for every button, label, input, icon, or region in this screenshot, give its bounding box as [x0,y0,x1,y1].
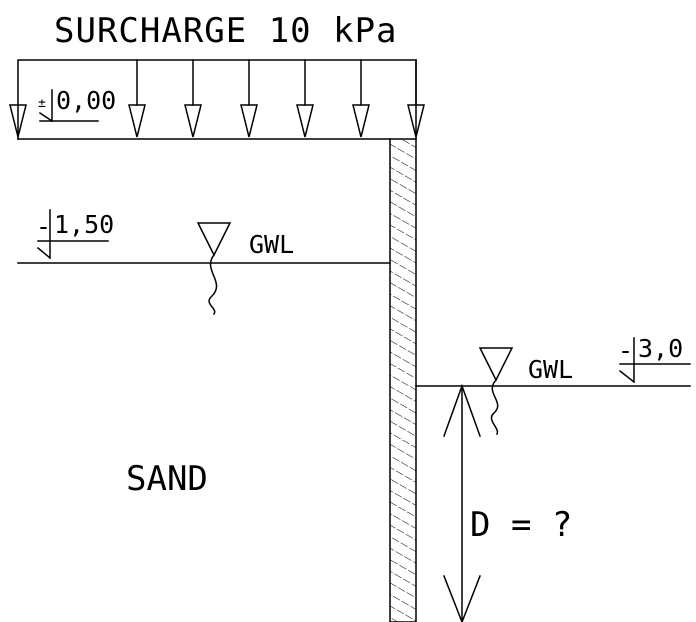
gwl-label-left: GWL [249,230,295,259]
gwl-label-right: GWL [528,355,574,384]
soil-label: SAND [126,459,208,499]
surcharge-label: SURCHARGE 10 kPa [54,11,398,51]
level-marker-left [36,209,109,260]
depth-label: D = ? [470,505,573,545]
level-sign-top: ± [38,96,46,111]
level-value-left: 1,50 [54,210,115,239]
level-marker-top [38,89,99,123]
sheet-pile-wall [389,138,417,622]
gwl-symbol-left [196,222,232,316]
level-value-top: 0,00 [56,86,117,115]
level-value-right: 3,0 [638,334,684,363]
gwl-symbol-right [478,347,514,436]
level-marker-right [618,337,691,384]
surcharge-arrows [9,59,425,138]
surcharge-load [9,59,425,140]
level-sign-left: - [36,212,52,241]
level-sign-right: - [618,336,634,365]
depth-dimension [443,383,481,622]
